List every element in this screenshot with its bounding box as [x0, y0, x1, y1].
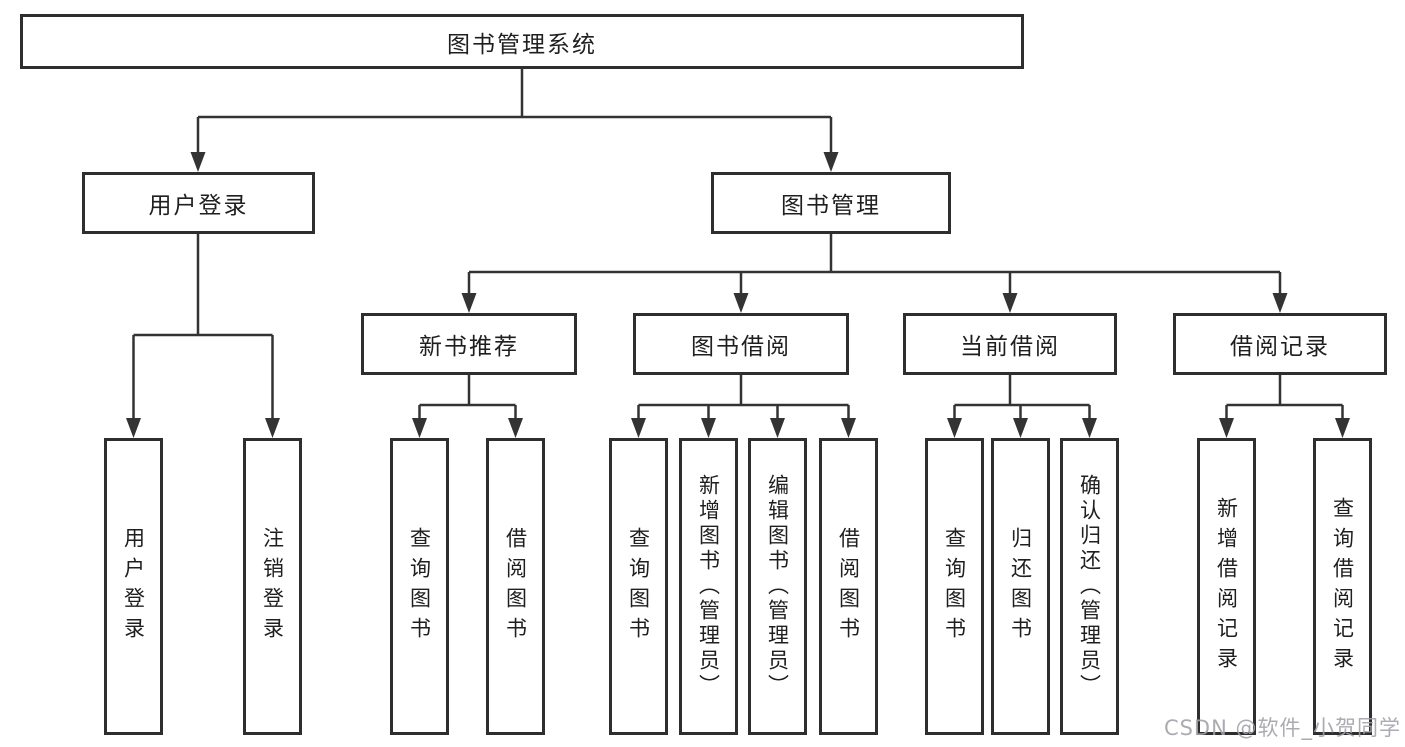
leaf-query-books-borrow: 查询图书	[609, 438, 668, 735]
leaf-borrow-books-borrow: 借阅图书	[819, 438, 878, 735]
leaf-query-borrow-record: 查询借阅记录	[1313, 438, 1372, 735]
leaf-edit-book-admin: 编辑图书（管理员）	[748, 438, 807, 735]
leaf-borrow-books-recommend: 借阅图书	[486, 438, 545, 735]
arrowhead-icons	[126, 152, 1350, 438]
leaf-add-book-admin: 新增图书（管理员）	[679, 438, 738, 735]
node-user-login: 用户登录	[82, 172, 315, 234]
leaf-return-books: 归还图书	[991, 438, 1050, 735]
leaf-query-books-recommend: 查询图书	[390, 438, 449, 735]
leaf-logout: 注销登录	[243, 438, 302, 735]
node-borrowing-records: 借阅记录	[1173, 313, 1387, 375]
node-book-management: 图书管理	[711, 172, 951, 234]
node-book-borrowing: 图书借阅	[633, 313, 849, 375]
leaf-add-borrow-record: 新增借阅记录	[1197, 438, 1256, 735]
leaf-user-login: 用户登录	[104, 438, 163, 735]
node-library-system: 图书管理系统	[20, 14, 1024, 69]
node-new-book-recommendation: 新书推荐	[361, 313, 577, 375]
leaf-confirm-return-admin: 确认归还（管理员）	[1060, 438, 1119, 735]
leaf-query-books-current: 查询图书	[925, 438, 984, 735]
node-current-borrowing: 当前借阅	[903, 313, 1117, 375]
